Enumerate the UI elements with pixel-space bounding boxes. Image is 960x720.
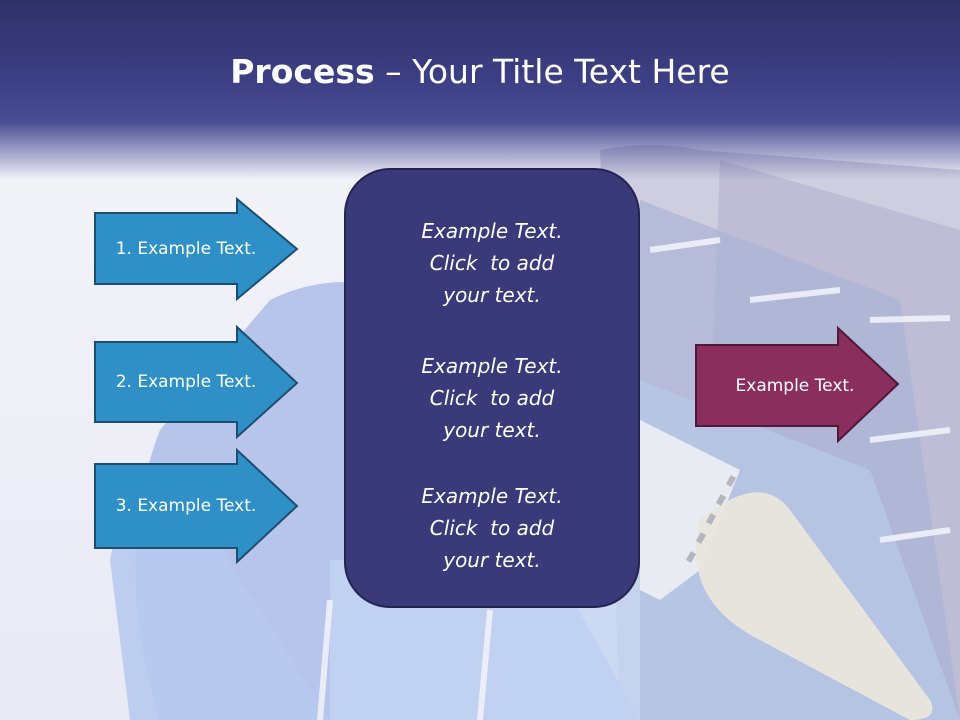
right-arrow-shape-icon: [94, 324, 299, 440]
output-arrow[interactable]: Example Text.: [695, 325, 900, 444]
process-arrow-2[interactable]: 2. Example Text.: [94, 324, 299, 440]
center-text-box[interactable]: Example Text. Click to add your text. Ex…: [344, 168, 640, 608]
process-arrow-1[interactable]: 1. Example Text.: [94, 196, 299, 302]
center-text-line: Click to add: [429, 516, 555, 540]
center-text-line: Click to add: [429, 386, 555, 410]
center-text-line: your text.: [443, 418, 541, 442]
title-banner: [0, 0, 960, 180]
right-arrow-shape-icon: [94, 196, 299, 302]
center-text-block-1: Example Text. Click to add your text.: [346, 215, 638, 311]
center-text-line: Example Text.: [421, 219, 563, 243]
center-text-line: Example Text.: [421, 354, 563, 378]
process-arrow-2-label: 2. Example Text.: [115, 372, 257, 392]
slide-title-bold: Process: [230, 52, 375, 91]
center-text-block-3: Example Text. Click to add your text.: [346, 480, 638, 576]
slide-title-rest: – Your Title Text Here: [374, 52, 730, 91]
process-arrow-3[interactable]: 3. Example Text.: [94, 447, 299, 565]
right-arrow-shape-icon: [94, 447, 299, 565]
center-text-line: your text.: [443, 283, 541, 307]
output-arrow-label: Example Text.: [735, 375, 855, 396]
center-text-line: your text.: [443, 548, 541, 572]
process-arrow-1-label: 1. Example Text.: [115, 238, 257, 259]
center-text-line: Click to add: [429, 251, 555, 275]
center-text-block-2: Example Text. Click to add your text.: [346, 350, 638, 446]
process-arrow-3-label: 3. Example Text.: [115, 496, 257, 516]
right-arrow-shape-icon: [695, 325, 900, 444]
slide-title[interactable]: Process – Your Title Text Here: [0, 52, 960, 91]
center-text-line: Example Text.: [421, 484, 563, 508]
